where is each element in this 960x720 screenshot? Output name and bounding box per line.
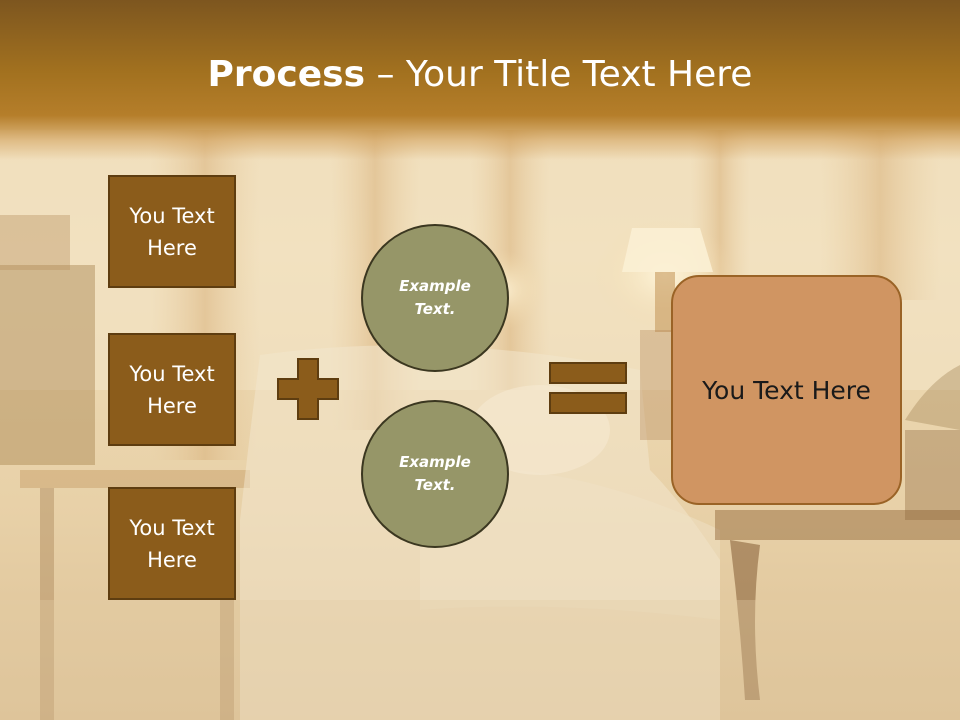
equals-icon [549,362,627,414]
circle-label-2: Example Text. [399,453,471,494]
slide-title: Process – Your Title Text Here [0,50,960,100]
input-box-2: You Text Here [108,333,236,446]
result-box: You Text Here [671,275,902,505]
example-circle-2: Example Text. [361,400,509,548]
circle-label-1: Example Text. [399,277,471,318]
title-band [0,0,960,160]
plus-icon [277,358,339,420]
input-box-1: You Text Here [108,175,236,288]
example-circle-1: Example Text. [361,224,509,372]
title-rest: – Your Title Text Here [365,54,753,95]
input-box-3: You Text Here [108,487,236,600]
title-bold: Process [207,54,366,95]
